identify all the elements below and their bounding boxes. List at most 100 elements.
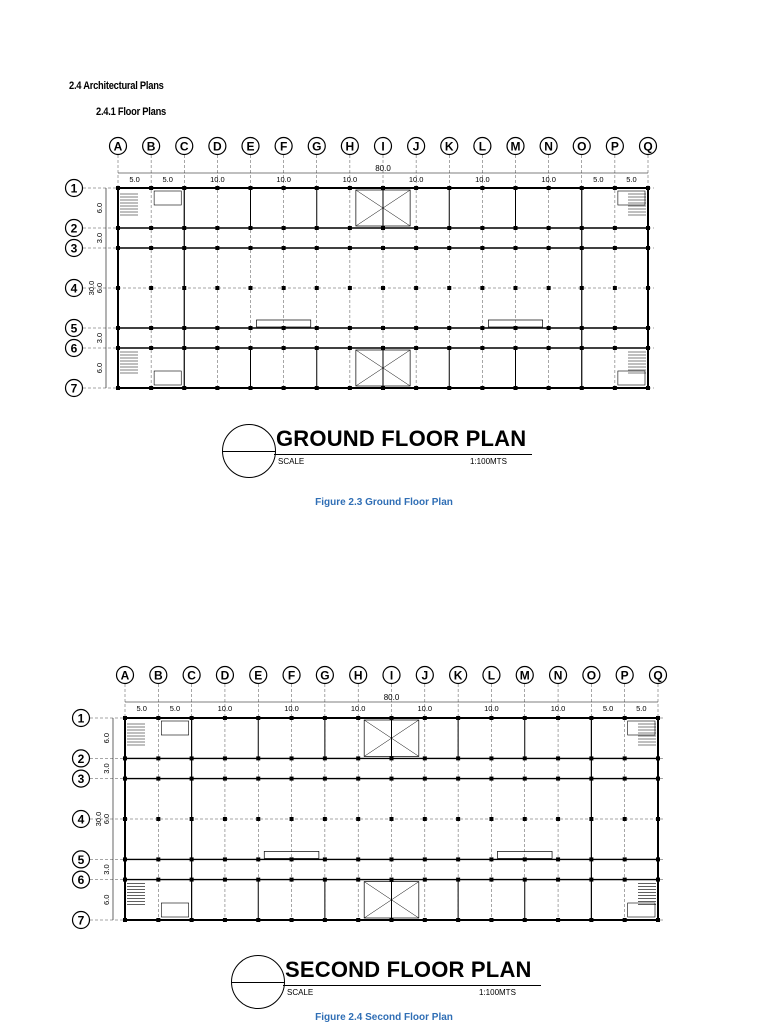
bay-dimension: 10.0 (284, 704, 299, 713)
structural-column (322, 776, 327, 781)
structural-column (314, 386, 319, 390)
structural-column (456, 877, 461, 882)
ground-floor-title-block: GROUND FLOOR PLAN SCALE 1:100MTS (222, 422, 562, 486)
column-bubble (175, 136, 194, 156)
structural-column (356, 918, 361, 922)
column-bubble (349, 665, 368, 685)
column-bubble (307, 136, 326, 156)
structural-column (356, 857, 361, 862)
structural-column (116, 346, 120, 350)
row-label: 4 (71, 282, 78, 296)
structural-column (546, 226, 551, 230)
structural-column (347, 226, 352, 230)
column-bubble (249, 665, 268, 685)
row-bubble (64, 338, 84, 358)
structural-column (347, 386, 352, 390)
structural-column (281, 226, 286, 230)
column-label: N (554, 669, 563, 683)
structural-column (289, 857, 294, 862)
structural-column (222, 877, 227, 882)
structural-column (215, 226, 220, 230)
column-label: K (445, 140, 454, 154)
structural-column (447, 326, 452, 330)
bay-dimension: 10.0 (276, 175, 291, 184)
structural-column (480, 246, 485, 250)
column-label: C (180, 140, 189, 154)
column-label: K (454, 669, 463, 683)
row-label: 2 (71, 222, 78, 236)
column-label: G (320, 669, 329, 683)
column-label: E (246, 140, 254, 154)
structural-column (556, 756, 561, 761)
column-label: D (221, 669, 230, 683)
structural-column (182, 346, 187, 350)
structural-column (189, 877, 194, 882)
structural-column (656, 817, 660, 821)
structural-column (422, 716, 427, 720)
structural-column (381, 286, 385, 290)
column-label: Q (653, 669, 662, 683)
structural-column (546, 326, 551, 330)
row-bubble (71, 708, 91, 728)
bay-dimension: 5.0 (626, 175, 636, 184)
overall-dimension: 80.0 (384, 693, 400, 702)
structural-column (612, 186, 617, 190)
column-bubble (515, 665, 534, 685)
structural-column (447, 386, 452, 390)
void-cross (355, 189, 411, 227)
structural-column (489, 918, 494, 922)
bay-dimension: 5.0 (129, 175, 139, 184)
structural-column (422, 877, 427, 882)
structural-column (414, 246, 419, 250)
row-bubble (64, 178, 84, 198)
structural-column (480, 386, 485, 390)
structural-column (556, 918, 561, 922)
toilet-cubicle (161, 720, 189, 736)
structural-column (322, 857, 327, 862)
bay-dimension: 10.0 (351, 704, 366, 713)
structural-column (281, 386, 286, 390)
structural-column (447, 226, 452, 230)
bay-dimension: 5.0 (636, 704, 646, 713)
row-dimension: 6.0 (102, 895, 111, 905)
structural-column (314, 286, 319, 290)
structural-column (248, 286, 253, 290)
row-dimension: 6.0 (95, 203, 104, 213)
column-bubble (215, 665, 235, 685)
structural-column (656, 918, 660, 922)
structural-column (314, 326, 319, 330)
bay-dimension: 5.0 (170, 704, 180, 713)
column-bubble (473, 136, 492, 156)
structural-column (622, 918, 627, 922)
structural-column (381, 346, 385, 350)
structural-column (248, 186, 253, 190)
structural-column (381, 186, 385, 190)
structural-column (522, 918, 527, 922)
structural-column (123, 918, 127, 922)
structural-column (149, 386, 154, 390)
structural-column (248, 226, 253, 230)
structural-column (489, 716, 494, 720)
column-label: G (312, 140, 321, 154)
structural-column (289, 756, 294, 761)
structural-column (546, 186, 551, 190)
column-bubble (539, 136, 558, 156)
column-bubble (605, 136, 624, 156)
structural-column (215, 326, 220, 330)
structural-column (289, 877, 294, 882)
structural-column (656, 716, 660, 720)
structural-column (513, 386, 518, 390)
column-label: L (488, 669, 495, 683)
column-bubble (108, 136, 128, 156)
structural-column (314, 346, 319, 350)
structural-column (556, 817, 561, 821)
structural-column (381, 246, 385, 250)
structural-column (215, 386, 220, 390)
structural-column (656, 877, 660, 882)
void-outline (363, 881, 420, 919)
structural-column (422, 857, 427, 862)
structural-column (182, 246, 187, 250)
column-bubble (115, 665, 135, 685)
structural-column (256, 716, 261, 720)
structural-column (389, 877, 394, 882)
